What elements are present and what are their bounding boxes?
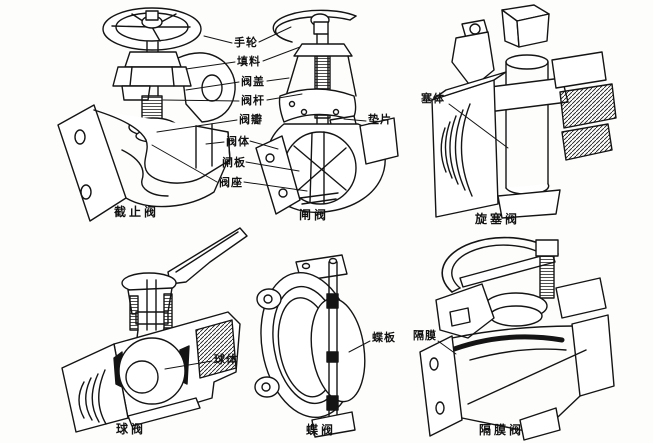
label-gasket: 垫片	[368, 113, 392, 126]
label-butterfly-plate: 蝶板	[372, 331, 396, 344]
label-plug-body: 塞体	[421, 92, 445, 105]
label-packing: 填料	[237, 55, 261, 68]
label-seat: 阀座	[219, 176, 243, 189]
gate-valve-drawing	[255, 9, 399, 215]
globe-valve-drawing	[57, 7, 236, 222]
label-ball: 球体	[214, 353, 238, 366]
plug-valve-drawing	[431, 4, 617, 219]
label-bonnet: 阀盖	[241, 75, 265, 88]
label-gate-plate: 闸板	[222, 156, 246, 169]
caption-plug-valve: 旋塞阀	[475, 212, 521, 226]
caption-ball-valve: 球阀	[116, 422, 147, 436]
ball-valve-drawing	[61, 227, 248, 433]
label-handwheel: 手轮	[234, 36, 258, 49]
label-disc: 阀瓣	[239, 113, 263, 126]
butterfly-valve-drawing	[254, 254, 366, 438]
caption-globe-valve: 截止阀	[114, 205, 160, 219]
caption-diaphragm-valve: 隔膜阀	[479, 423, 525, 437]
label-diaphragm: 隔膜	[413, 329, 437, 342]
leader-lines	[151, 26, 509, 370]
caption-gate-valve: 闸阀	[299, 208, 330, 222]
label-valve-body: 阀体	[226, 135, 250, 148]
diaphragm-valve-drawing	[419, 236, 615, 441]
caption-butterfly-valve: 蝶阀	[306, 423, 337, 437]
label-stem: 阀杆	[241, 94, 265, 107]
